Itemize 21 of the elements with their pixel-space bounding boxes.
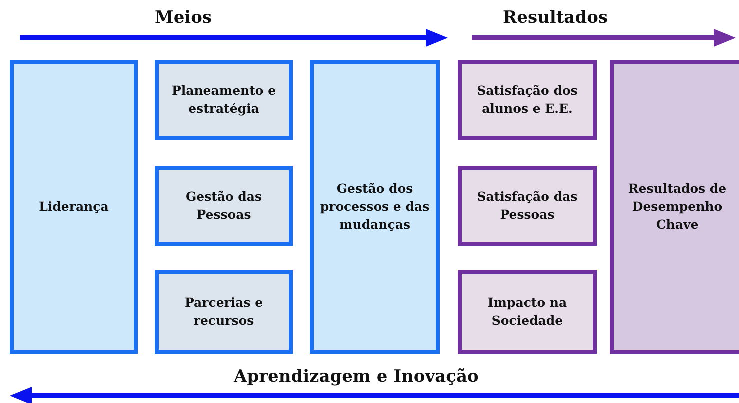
box-label: Gestão dos processos e das mudanças	[319, 180, 431, 234]
result-box	[458, 166, 597, 246]
heading-label: Resultados	[503, 8, 608, 28]
box-label: Parcerias e recursos	[184, 294, 264, 330]
box-label: Impacto na Sociedade	[486, 294, 568, 330]
box-label: Satisfação dos alunos e E.E.	[476, 82, 579, 118]
result-box	[458, 270, 597, 354]
leadership-box	[10, 60, 138, 354]
box-label: Planeamento e estratégia	[170, 82, 278, 118]
key-results-box	[610, 60, 739, 354]
process-box	[310, 60, 440, 354]
box-label: Satisfação das Pessoas	[476, 188, 579, 224]
box-label: Gestão das Pessoas	[184, 188, 264, 224]
box-label: Resultados de Desempenho Chave	[627, 180, 728, 234]
result-box	[458, 60, 597, 140]
heading-label: Aprendizagem e Inovação	[234, 367, 479, 387]
box-label: Liderança	[38, 198, 110, 216]
heading-label: Meios	[155, 8, 212, 28]
criterion-box	[155, 270, 293, 354]
criterion-box	[155, 166, 293, 246]
criterion-box	[155, 60, 293, 140]
